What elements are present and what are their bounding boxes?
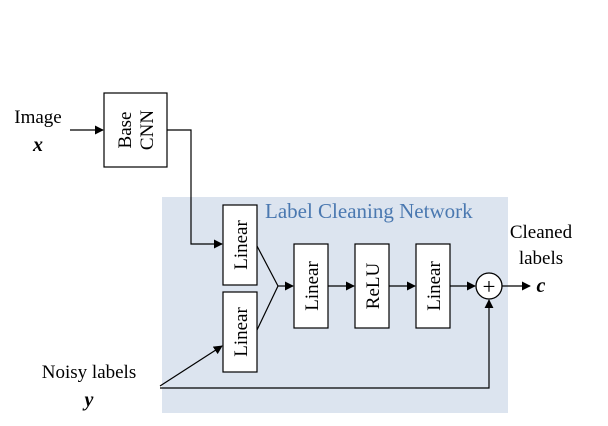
noisy-label: Noisy labels <box>42 362 136 383</box>
output-label-line2: labels <box>519 248 563 269</box>
output-label-line1: Cleaned <box>510 222 573 243</box>
linear-bottom-label: Linear <box>231 307 252 357</box>
linear-out-box <box>415 243 451 329</box>
noisy-to-linear-arrow <box>159 345 223 387</box>
base-cnn-line2: CNN <box>137 110 158 150</box>
network-title: Label Cleaning Network <box>265 199 473 223</box>
image-symbol: x <box>32 134 43 156</box>
linear-top-box <box>222 204 258 286</box>
output-symbol: c <box>537 275 546 297</box>
noisy-symbol: y <box>83 389 94 411</box>
merge-top-line <box>256 245 279 287</box>
base-cnn-line1: Base <box>115 112 136 149</box>
linear-bottom-box <box>222 291 258 373</box>
cnn-to-linear-arrow <box>167 129 223 249</box>
linear-out-label: Linear <box>424 261 445 311</box>
merge-bottom-line <box>256 285 279 331</box>
sum-symbol: + <box>483 274 496 299</box>
image-label: Image <box>14 107 61 128</box>
linear-top-label: Linear <box>231 220 252 270</box>
network-region <box>162 197 508 413</box>
relu-box <box>354 243 390 329</box>
relu-label: ReLU <box>363 263 384 310</box>
noisy-skip-connection <box>160 299 494 389</box>
linear-mid-label: Linear <box>302 261 323 311</box>
